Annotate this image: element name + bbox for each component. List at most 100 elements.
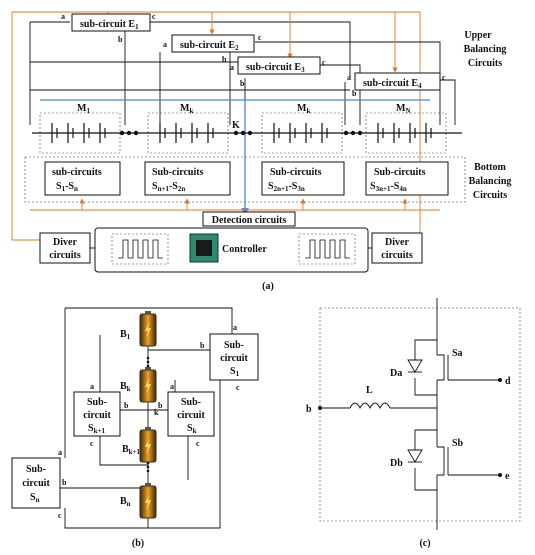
b-pin-a3: a	[170, 382, 174, 391]
b-pin-b1: b	[200, 341, 205, 350]
b-pin-k: k	[154, 408, 159, 417]
pin-c-e1: c	[152, 12, 156, 21]
b-sn-l1: Sub-	[26, 464, 46, 475]
dot-4	[146, 461, 150, 465]
pin-b-e2: b	[222, 55, 227, 64]
driver-right	[371, 232, 423, 264]
b-pin-b2: b	[124, 401, 129, 410]
c-da-branch	[414, 320, 438, 408]
module-mk-label: Mk	[180, 103, 193, 115]
bottom-s4	[365, 161, 449, 196]
pwm-left-wave	[118, 239, 163, 259]
driver-left	[39, 232, 91, 264]
sub-circuit-e3-label: sub-circuit E3	[246, 62, 305, 74]
sub-circuit-e3	[237, 56, 321, 75]
pin-a-e3: a	[230, 63, 234, 72]
pin-b-e4: b	[352, 89, 357, 98]
series-dot	[119, 130, 125, 136]
series-dot	[350, 130, 356, 136]
module-m1-label: M1	[77, 103, 90, 115]
bottom-title-1: Bottom	[474, 162, 506, 173]
c-d-label: d	[505, 376, 511, 387]
caption-c: (c)	[419, 538, 430, 549]
c-e-label: e	[505, 471, 510, 482]
bottom-s1-l2: S1-Sn	[56, 181, 78, 193]
sub-circuit-e1-label: sub-circuit E1	[80, 19, 139, 31]
panel-c: b L Da Sa d Db Sb e (c)	[306, 298, 521, 549]
b-sk1-l2: circuit	[83, 410, 111, 421]
c-db-diode	[407, 449, 423, 463]
lightning-icon	[145, 378, 151, 395]
lightning-icon	[145, 322, 151, 339]
driver-left-l1: Diver	[53, 237, 77, 248]
driver-right-l2: circuits	[381, 250, 413, 261]
b-s1-box	[209, 333, 259, 381]
upper-title-3: Circuits	[468, 58, 502, 69]
bottom-title-3: Circuits	[473, 190, 507, 201]
b-pin-a4: a	[58, 448, 62, 457]
sub-circuit-e4-label: sub-circuit E4	[363, 78, 422, 90]
c-sa-channel	[437, 354, 445, 381]
series-dot	[247, 130, 253, 136]
wire-e1-a	[29, 21, 70, 125]
c-db-branch	[414, 408, 438, 520]
c-da-label: Da	[390, 368, 402, 379]
panel-a: sub-circuit E1 sub-circuit E2 sub-circui…	[11, 11, 512, 292]
pin-c-e3: c	[322, 58, 326, 67]
bottom-s2-l2: Sn+1-S2n	[152, 181, 185, 193]
b1-label: B1	[120, 329, 131, 341]
b-sn-box	[11, 457, 61, 509]
bottom-s3-l2: S2n+1-S3n	[268, 181, 305, 193]
detection-label: Detection circuits	[212, 215, 287, 226]
c-inductor	[349, 402, 391, 410]
pin-a-e2: a	[163, 40, 167, 49]
bottom-s4-l2: S3n+1-S4n	[370, 181, 407, 193]
orange-left-loop	[11, 12, 40, 241]
series-dot	[357, 130, 363, 136]
b-pin-a1: a	[233, 323, 237, 332]
b-pin-c3: c	[196, 439, 200, 448]
b-pin-c2: c	[90, 439, 94, 448]
b-pin-c4: c	[58, 511, 62, 520]
series-dot	[233, 130, 239, 136]
module-mk2-label: Mk	[297, 103, 310, 115]
b-pin-c1: c	[236, 383, 240, 392]
caption-a: (a)	[262, 281, 274, 292]
pin-b-e3: b	[240, 79, 245, 88]
b-sk1-l3: Sk+1	[88, 423, 105, 435]
battery-cap	[145, 483, 151, 486]
battery-cap	[145, 311, 151, 314]
b-sn-l3: Sn	[30, 492, 40, 504]
sub-circuit-e2-label: sub-circuit E2	[180, 40, 239, 52]
b-sk-l2: circuit	[177, 410, 205, 421]
series-dot	[126, 130, 132, 136]
b-s1-l2: circuit	[220, 353, 248, 364]
bottom-title-2: Balancing	[469, 176, 512, 187]
driver-left-l2: circuits	[49, 250, 81, 261]
sub-circuit-e4	[354, 72, 441, 91]
bk1-label: Bk+1	[122, 444, 141, 456]
b-c-sk1	[99, 436, 148, 466]
pwm-left-box	[111, 233, 169, 265]
dot-5	[146, 465, 150, 469]
pwm-right-box	[298, 233, 356, 265]
c-sb-label: Sb	[452, 438, 464, 449]
upper-title-2: Balancing	[464, 44, 507, 55]
bottom-s2-l1: Sub-circuits	[152, 167, 204, 178]
sub-circuit-e1	[71, 13, 151, 32]
pwm-right-wave	[305, 239, 350, 259]
sub-circuit-e2	[171, 34, 255, 53]
b-sk1-l1: Sub-	[87, 397, 107, 408]
b-sk-l3: Sk	[187, 423, 197, 435]
series-dot	[240, 130, 246, 136]
module-mn-label: MN	[396, 103, 411, 115]
chip-core	[196, 240, 212, 256]
b-pin-a2: a	[90, 382, 94, 391]
wire-e2-c	[255, 41, 441, 125]
dot-2	[146, 360, 150, 364]
driver-right-l1: Diver	[385, 237, 409, 248]
c-d-node	[498, 378, 502, 382]
b-sk1-box	[73, 391, 121, 437]
bn-label: Bn	[120, 496, 131, 508]
